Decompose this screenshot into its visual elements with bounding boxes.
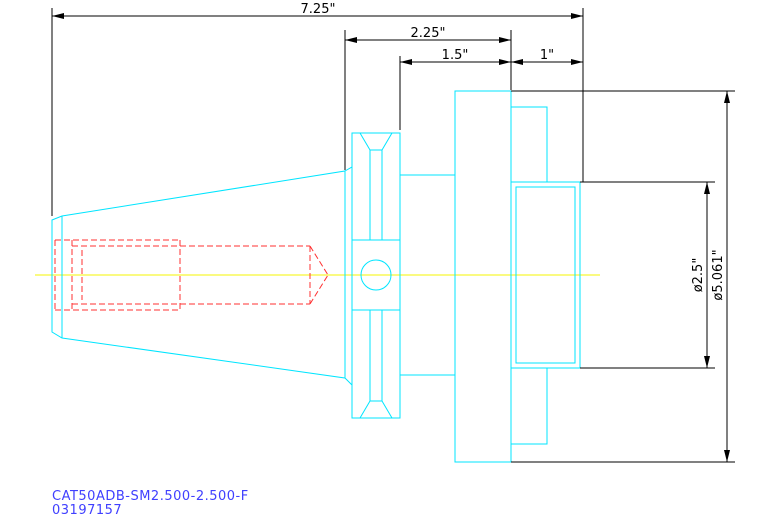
orientation-hole	[360, 259, 392, 291]
dim-face-length: 1"	[540, 48, 554, 63]
dim-small-diameter: ø2.5"	[691, 258, 706, 293]
face-key-top	[510, 106, 548, 183]
dim-shank-length: 2.25"	[411, 26, 446, 41]
dim-large-diameter: ø5.061"	[711, 249, 726, 300]
hidden-bore	[54, 239, 329, 311]
face-key-bottom	[510, 367, 548, 445]
part-number: 03197157	[52, 503, 123, 518]
dimension-lines	[51, 8, 735, 463]
pilot	[510, 181, 581, 369]
part-outline	[51, 90, 581, 463]
body	[454, 90, 512, 463]
dim-flange-to-face: 1.5"	[442, 48, 469, 63]
dim-overall-length: 7.25"	[301, 2, 336, 17]
part-model: CAT50ADB-SM2.500-2.500-F	[52, 489, 249, 504]
